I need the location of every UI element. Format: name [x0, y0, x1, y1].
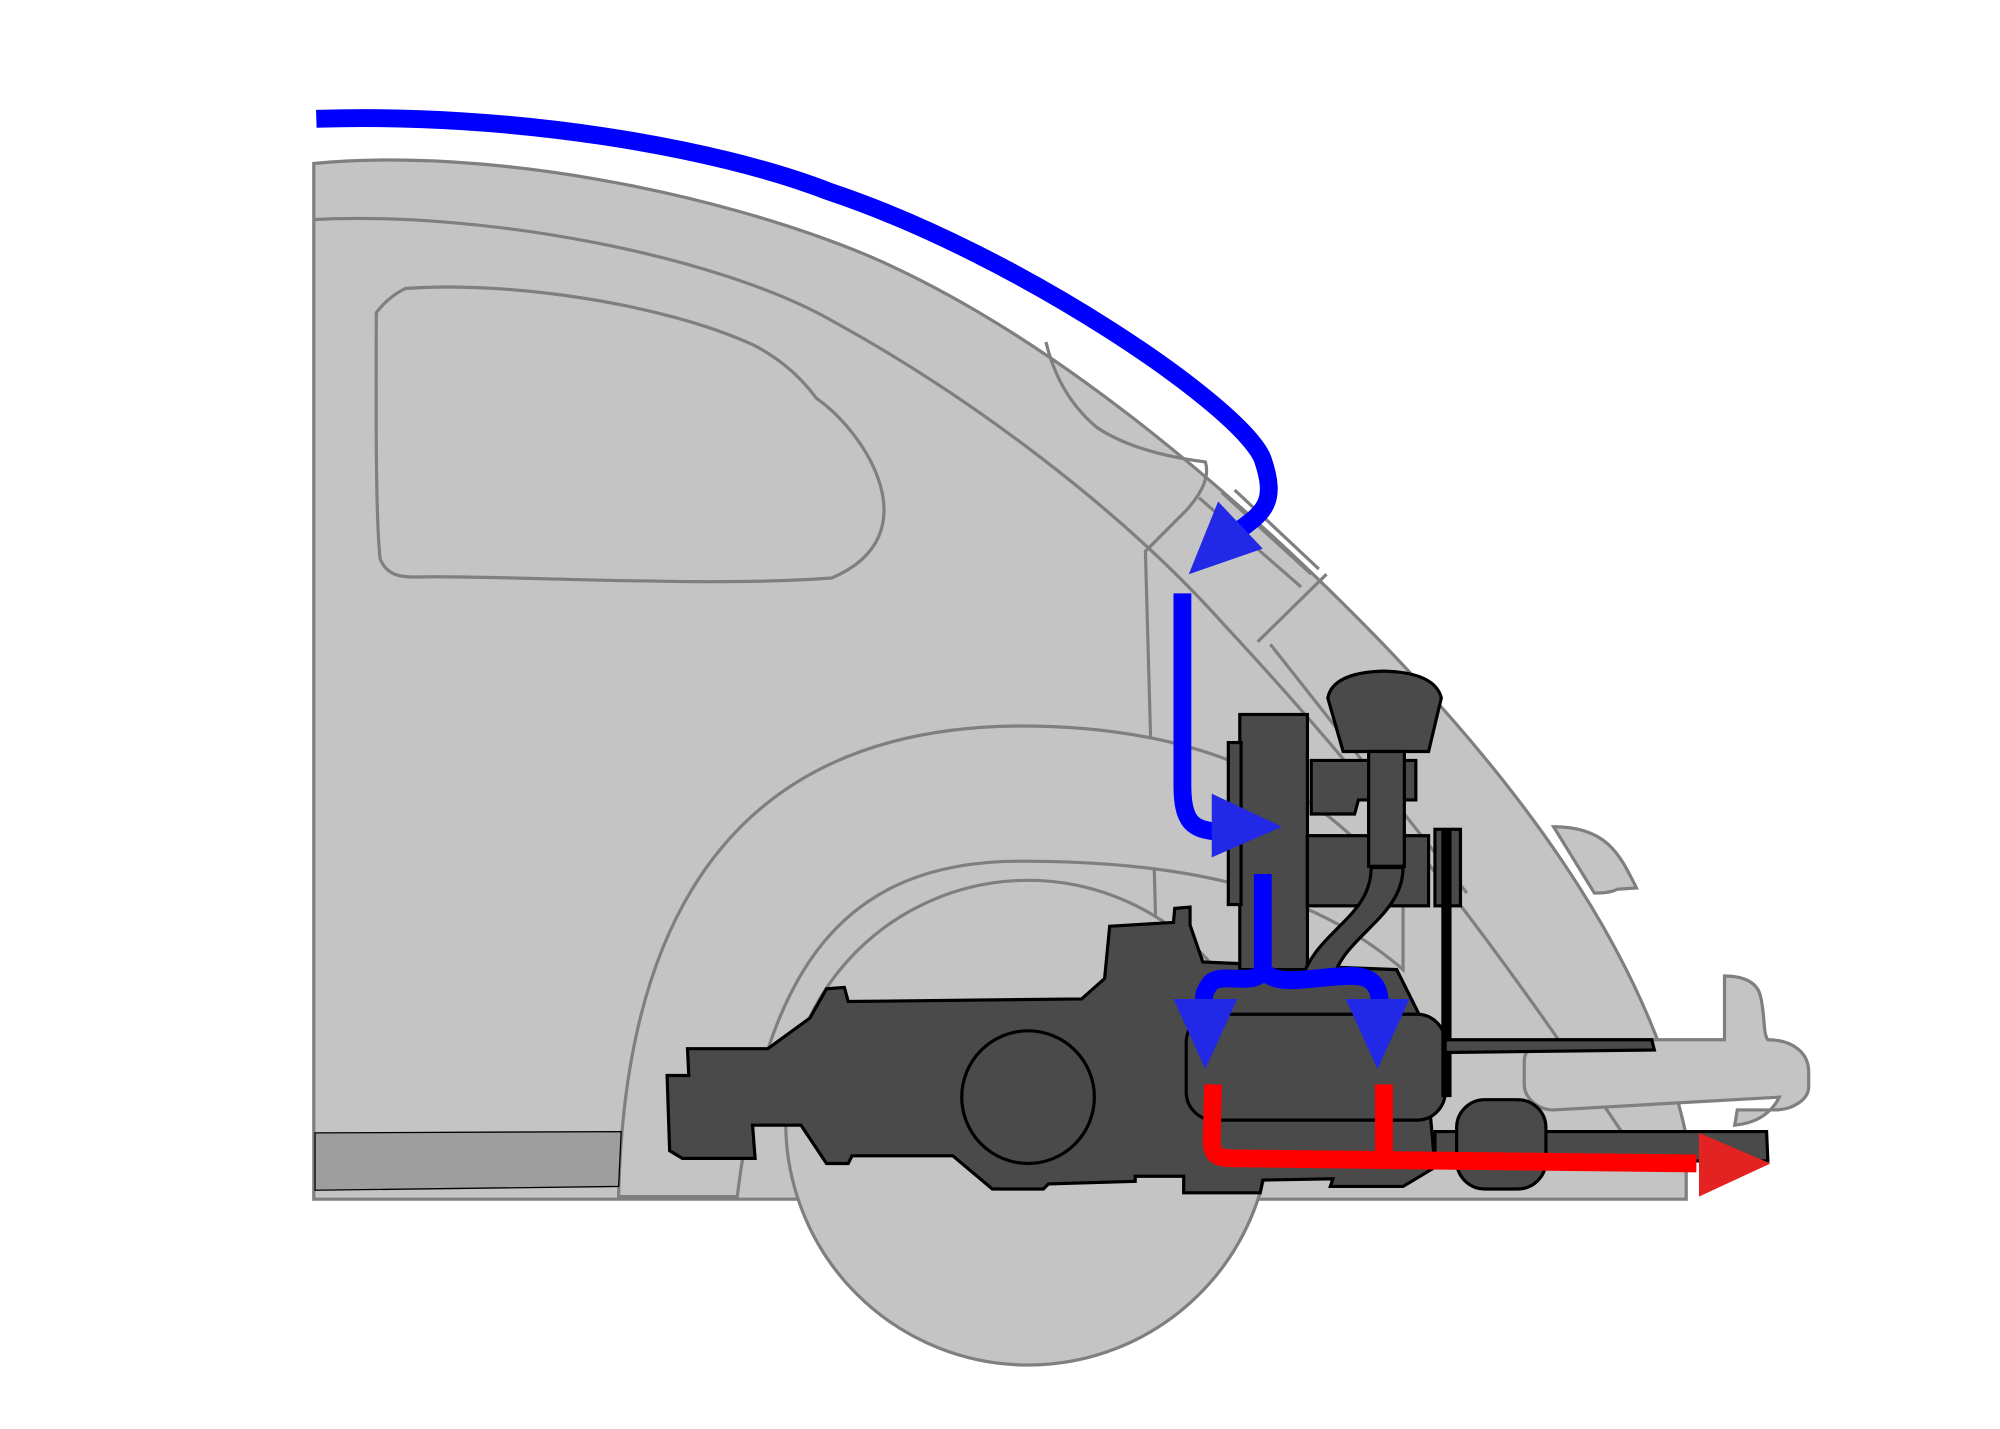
belt: [1441, 829, 1452, 1098]
exhaust-flow-path: [1202, 1084, 1697, 1173]
airflow-arrow-2: [1211, 793, 1282, 858]
exhaust-tailpipe: [1522, 974, 1811, 1128]
roof-line: [312, 216, 1634, 1150]
side-window: [374, 285, 886, 584]
airflow-path-down: [1173, 593, 1220, 841]
air-filter: [1326, 669, 1443, 754]
cooling-fan-housing: [1238, 712, 1309, 972]
airflow-path-roof: [316, 109, 1278, 541]
exhaust-pipe: [1443, 1038, 1657, 1055]
exhaust-flow-arrow: [1698, 1132, 1771, 1197]
airflow-arrow-4: [1345, 998, 1410, 1070]
running-board: [314, 1130, 622, 1191]
axle-hub: [960, 1029, 1096, 1166]
airflow-arrow-1: [1188, 501, 1263, 575]
rear-quarter-panel: [1044, 341, 1209, 919]
tail-light: [1550, 825, 1639, 895]
intake-stem: [1367, 749, 1406, 868]
muffler: [1455, 1098, 1548, 1191]
engine-block: [1184, 1012, 1447, 1122]
airflow-arrow-3: [1173, 998, 1238, 1070]
